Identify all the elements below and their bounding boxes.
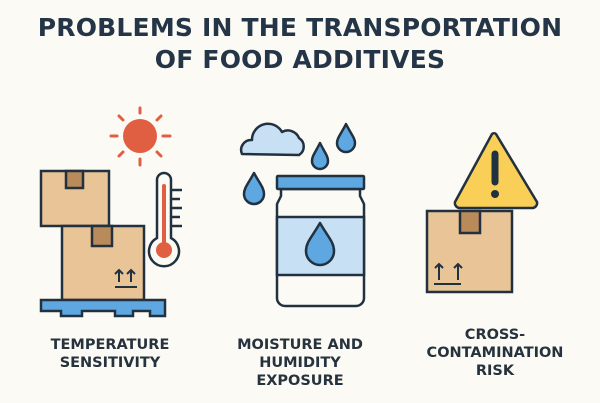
title-line-1: PROBLEMS IN THE TRANSPORTATION xyxy=(37,13,563,42)
box-icon xyxy=(60,224,146,302)
box-icon xyxy=(39,169,111,228)
temperature-section xyxy=(20,100,200,330)
moisture-section xyxy=(220,110,380,320)
thermometer-icon xyxy=(147,171,182,268)
boxes-pallet-sun-thermometer-icon xyxy=(39,106,182,318)
water-drop-icon xyxy=(304,221,336,267)
warning-icon xyxy=(453,132,539,210)
title-line-2: OF FOOD ADDITIVES xyxy=(154,45,446,74)
this-side-up-icon xyxy=(434,262,463,285)
moisture-label: MOISTURE AND HUMIDITY EXPOSURE xyxy=(237,337,363,389)
box-icon xyxy=(425,209,514,294)
pallet-icon xyxy=(39,298,167,318)
water-drop-icon xyxy=(242,122,357,206)
cloud-icon xyxy=(239,122,305,157)
contamination-label: CROSS- CONTAMINATION RISK xyxy=(426,327,564,379)
jar-cloud-water-drops-icon xyxy=(239,122,366,308)
box-warning-triangle-icon xyxy=(425,132,539,294)
temperature-label: TEMPERATURE SENSITIVITY xyxy=(50,337,170,371)
page-title: PROBLEMS IN THE TRANSPORTATION OF FOOD A… xyxy=(0,12,600,76)
this-side-up-icon xyxy=(114,268,137,288)
sun-icon xyxy=(109,106,172,167)
contamination-section xyxy=(400,120,550,320)
jar-icon xyxy=(275,174,366,308)
